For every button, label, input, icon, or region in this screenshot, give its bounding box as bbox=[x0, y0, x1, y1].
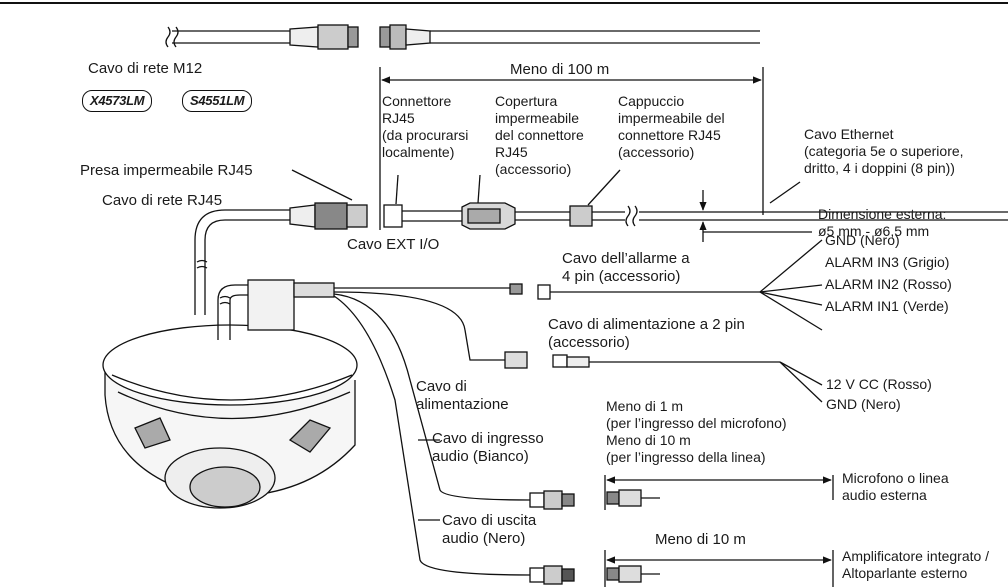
model-badge-1: X4573LM bbox=[82, 90, 153, 112]
rj45-cap bbox=[569, 169, 1008, 227]
audio-out-cable-label: Cavo di uscita audio (Nero) bbox=[442, 512, 537, 547]
dc12v-label: 12 V CC (Rosso) bbox=[826, 376, 932, 392]
alarm-in3-label: ALARM IN3 (Grigio) bbox=[825, 254, 950, 270]
alarm-in1-label: ALARM IN1 (Verde) bbox=[825, 298, 949, 314]
under-10m-label: Meno di 10 m bbox=[655, 531, 746, 548]
waterproof-cover bbox=[420, 174, 570, 230]
mic-plug bbox=[606, 489, 660, 507]
audio-out-connector bbox=[529, 565, 575, 585]
ext-io-cable bbox=[217, 279, 531, 576]
mic-or-line-label: Microfono o linea audio esterna bbox=[842, 470, 949, 503]
rj45-cap-label: Cappuccio impermeabile del connettore RJ… bbox=[618, 93, 725, 160]
power-cable-label: Cavo di alimentazione bbox=[416, 378, 509, 413]
speaker-plug bbox=[606, 565, 660, 583]
m12-cable-left bbox=[165, 24, 359, 50]
amp-speaker-label: Amplificatore integrato / Altoparlante e… bbox=[842, 548, 990, 581]
dome-camera bbox=[102, 324, 358, 509]
audio-in-cable-label: Cavo di ingresso audio (Bianco) bbox=[432, 430, 544, 465]
waterproof-cover-label: Copertura impermeabile del connettore RJ… bbox=[495, 93, 584, 177]
gnd-black-label-2: GND (Nero) bbox=[826, 396, 901, 412]
rj45-connector-label: Connettore RJ45 (da procurarsi localment… bbox=[382, 93, 469, 160]
m12-cable-right bbox=[379, 24, 760, 50]
waterproof-socket-label: Presa impermeabile RJ45 bbox=[80, 162, 253, 179]
under-100m-label: Meno di 100 m bbox=[510, 61, 610, 78]
gnd-black-label-1: GND (Nero) bbox=[825, 232, 900, 248]
outer-dimension-label: Dimensione esterna: ø5 mm - ø6,5 mm bbox=[818, 206, 947, 239]
ethernet-cable-label: Cavo Ethernet (categoria 5e o superiore,… bbox=[804, 126, 964, 176]
alarm-cable-label: Cavo dell’allarme a 4 pin (accessorio) bbox=[562, 250, 690, 285]
mic-length-note: Meno di 1 m (per l’ingresso del microfon… bbox=[606, 398, 787, 465]
rj45-network-cable bbox=[194, 169, 368, 315]
m12-cable-label: Cavo di rete M12 bbox=[88, 60, 203, 77]
model-badge-2: S4551LM bbox=[182, 90, 253, 112]
rj45-cable-label: Cavo di rete RJ45 bbox=[102, 192, 223, 209]
rj45-connector bbox=[383, 174, 420, 228]
audio-in-connector bbox=[529, 490, 575, 510]
alarm-in2-label: ALARM IN2 (Rosso) bbox=[825, 276, 952, 292]
power-cable-2pin-label: Cavo di alimentazione a 2 pin (accessori… bbox=[548, 316, 745, 351]
alarm-cable-accessory bbox=[537, 239, 823, 331]
power-cable-accessory bbox=[552, 354, 823, 403]
ext-io-cable-label: Cavo EXT I/O bbox=[347, 236, 440, 253]
